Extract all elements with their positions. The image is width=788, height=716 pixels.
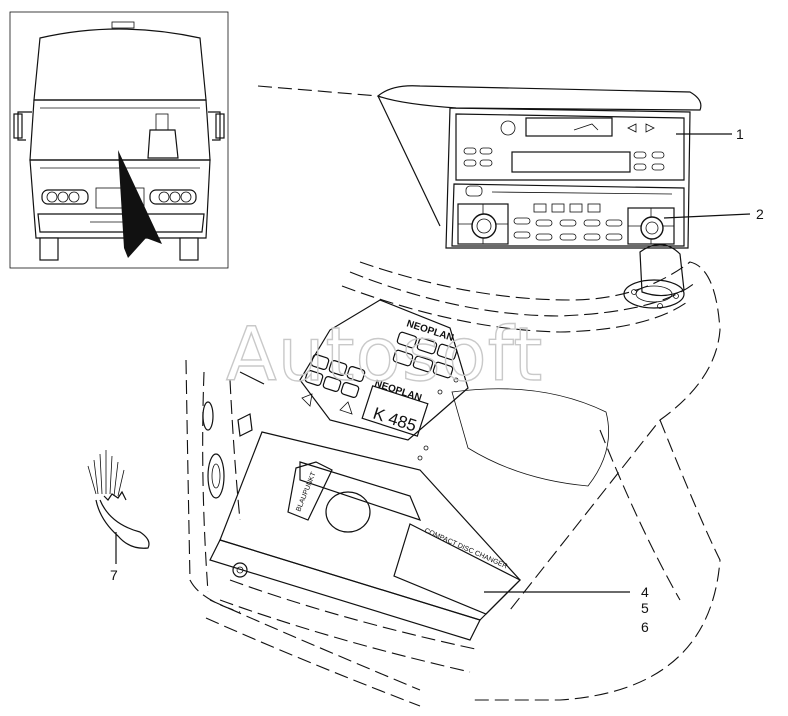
dashboard-outline: [185, 261, 721, 707]
neoplan-keypad-top: [392, 331, 458, 379]
display-readout: K 485: [371, 404, 419, 436]
cable-harness: [87, 450, 150, 549]
callout-6: 6: [641, 619, 649, 635]
callout-1: 1: [736, 126, 744, 142]
callout-4: 4: [641, 584, 649, 600]
location-arrow-icon: [118, 150, 162, 258]
radio-unit: [257, 85, 702, 249]
cd-changer: BLAUPUNKT COMPACT DISC CHANGER: [209, 431, 522, 673]
callout-5: 5: [641, 600, 649, 616]
changer-label: COMPACT DISC CHANGER: [423, 527, 508, 570]
callout-7: 7: [110, 567, 118, 583]
watermark: Autosoft: [226, 312, 543, 398]
gear-lever: [623, 243, 685, 309]
side-details: [202, 401, 253, 499]
leader-lines: [115, 133, 751, 593]
bus-front-view: [9, 11, 229, 269]
callout-2: 2: [756, 206, 764, 222]
neoplan-keypad-bottom: [304, 354, 366, 398]
